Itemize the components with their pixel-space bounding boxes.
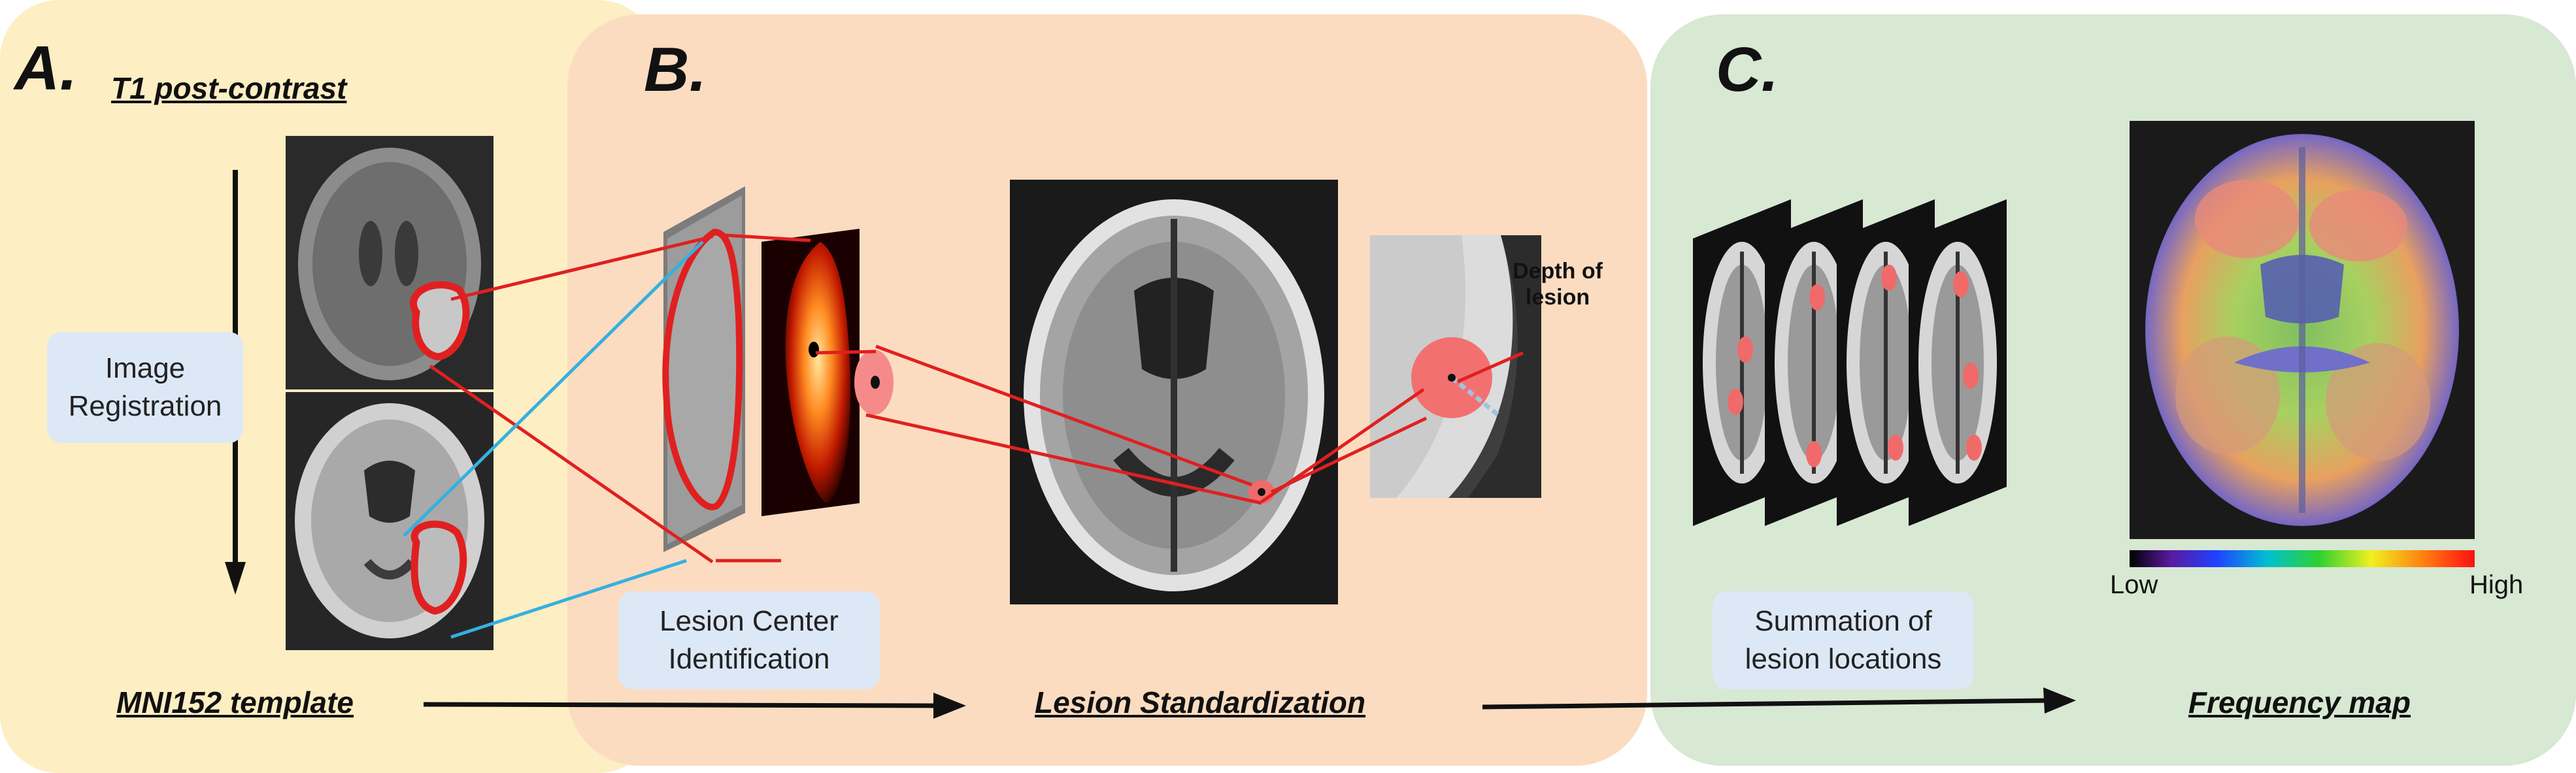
summation-line1: Summation of	[1754, 605, 1932, 637]
slice-lesion-marker	[1953, 271, 1969, 297]
stacked-lesion-slices	[1693, 199, 2007, 526]
depth-label-line1: Depth of	[1513, 259, 1603, 284]
image-registration-line1: Image	[105, 352, 186, 384]
slice-lesion-marker	[1963, 363, 1979, 389]
panel-c-footer: Frequency map	[2188, 685, 2411, 719]
lesion-crop-slice	[662, 186, 745, 552]
lesion-depth-zoom	[1370, 235, 1541, 498]
panel-a-title: T1 post-contrast	[111, 71, 347, 105]
lesion-slice-3	[1837, 199, 1935, 526]
flow-arrow-b-to-c	[1482, 687, 2076, 714]
lesion-center-line1: Lesion Center	[660, 605, 839, 637]
summation-line2: lesion locations	[1745, 643, 1942, 675]
mni152-template-scan	[286, 392, 493, 650]
panel-a-footer: MNI152 template	[116, 685, 354, 719]
colorbar-high-label: High	[2469, 570, 2524, 599]
lesion-outline-t1	[409, 281, 470, 361]
lesion-center-circle	[854, 350, 894, 415]
slice-lesion-marker	[1966, 435, 1982, 461]
depth-of-lesion-label: Depth of lesion	[1502, 258, 1613, 310]
depth-label-line2: lesion	[1525, 285, 1590, 310]
panel-a-letter: A.	[14, 33, 77, 103]
slice-lesion-marker	[1809, 284, 1825, 310]
frequency-map-scan	[2130, 121, 2475, 539]
lesion-center-line2: Identification	[668, 643, 830, 675]
slice-lesion-marker	[1881, 265, 1897, 291]
t1-post-contrast-scan	[286, 136, 493, 389]
panel-c-letter: C.	[1716, 35, 1779, 105]
lesion-outline-crop	[662, 228, 743, 510]
image-registration-line2: Registration	[68, 390, 222, 422]
slice-lesion-marker	[1737, 337, 1753, 363]
lesion-heatmap	[761, 229, 860, 516]
slice-lesion-marker	[1728, 389, 1743, 415]
lesion-outline-mni	[410, 520, 467, 615]
image-registration-box: Image Registration	[47, 332, 243, 443]
panel-b-letter: B.	[644, 35, 707, 105]
slice-lesion-marker	[1888, 435, 1903, 461]
slice-lesion-marker	[1806, 441, 1822, 467]
frequency-colorbar	[2130, 550, 2475, 567]
lesion-center-identification-box: Lesion Center Identification	[618, 591, 880, 689]
flow-arrow-a-to-b	[423, 693, 966, 719]
panel-b-footer: Lesion Standardization	[1035, 685, 1366, 719]
summation-box: Summation of lesion locations	[1713, 591, 1974, 689]
colorbar-low-label: Low	[2110, 570, 2158, 599]
lesion-slice-4	[1909, 199, 2007, 526]
